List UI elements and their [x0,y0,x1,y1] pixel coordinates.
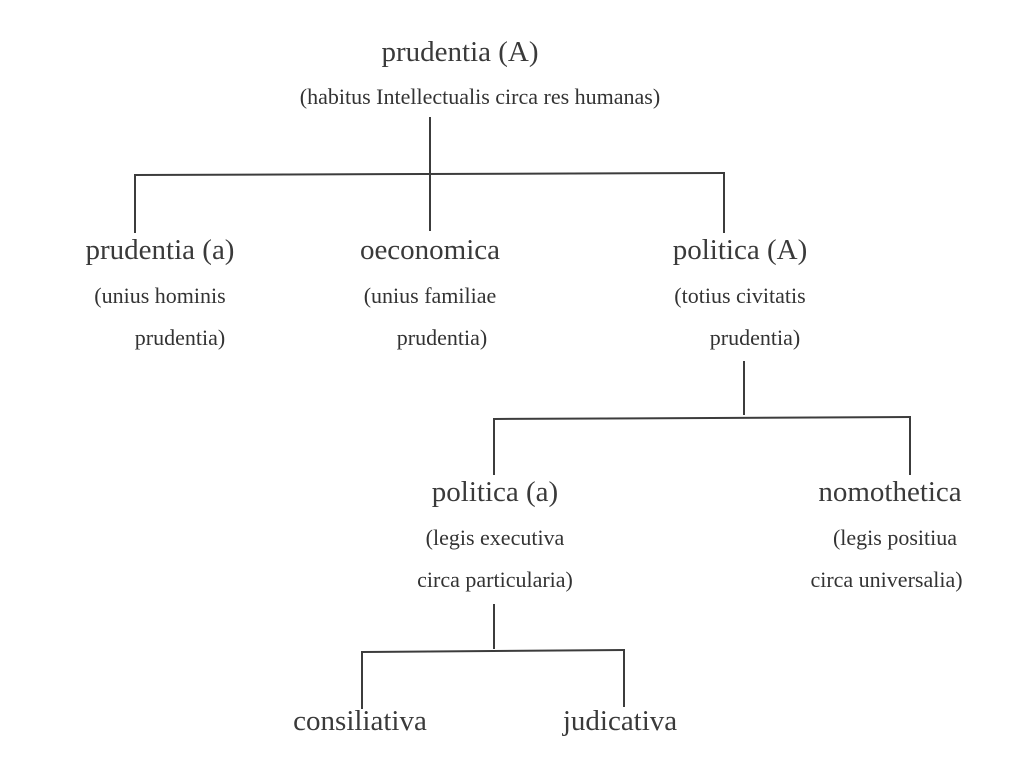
node-politica-a-desc-2: circa particularia) [417,567,573,592]
node-politica-A-title: politica (A) [672,234,808,266]
node-nomothetica-desc-2: circa universalia) [810,567,963,592]
node-judicativa-title: judicativa [562,705,678,737]
node-prudentia-a-desc-1: (unius hominis [94,283,226,308]
node-prudentia-a-desc-2: prudentia) [134,325,226,350]
node-nomothetica-desc-1: (legis positiua [832,525,958,550]
node-oeconomica-title: oeconomica [359,234,501,266]
node-nomothetica-title: nomothetica [818,476,962,508]
edge-politicaa-crossbar [360,648,626,654]
node-politica-a-desc-1: (legis executiva [425,525,565,550]
node-oeconomica-desc-2: prudentia) [396,325,488,350]
node-politica-A-desc-1: (totius civitatis [674,283,806,308]
node-politica-a-title: politica (a) [431,476,559,508]
node-root-title: prudentia (A) [381,36,539,68]
edge-politicaA-crossbar [492,415,912,421]
node-root-desc: (habitus Intellectualis circa res humana… [299,84,661,109]
node-oeconomica-desc-1: (unius familiae [363,283,497,308]
node-politica-A-desc-2: prudentia) [709,325,801,350]
node-prudentia-a-title: prudentia (a) [85,234,235,266]
node-consiliativa-title: consiliativa [293,705,427,737]
